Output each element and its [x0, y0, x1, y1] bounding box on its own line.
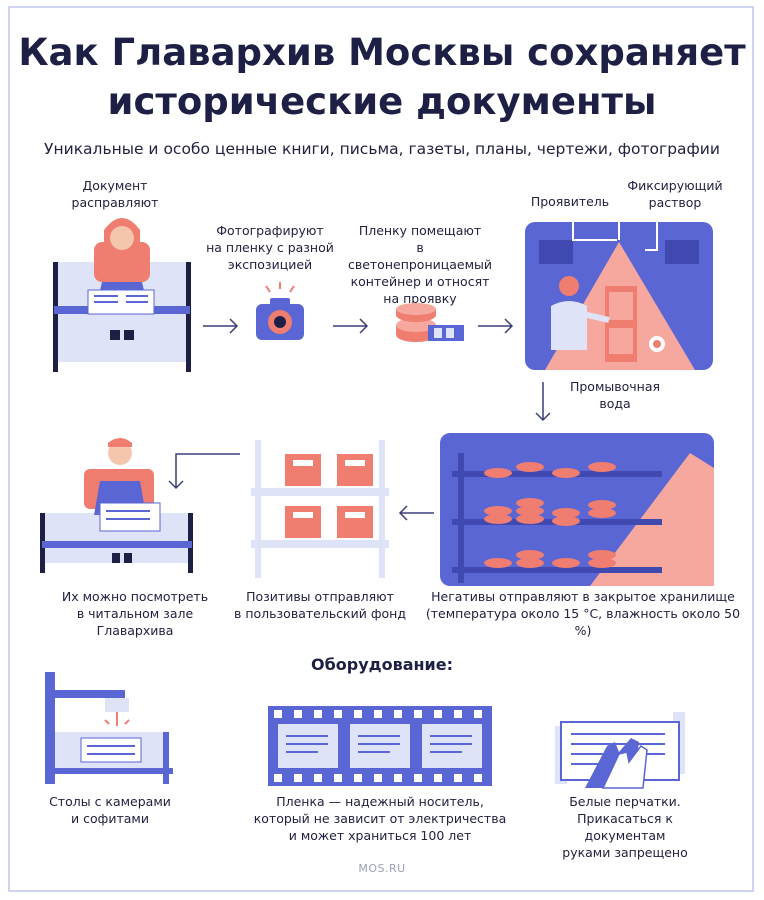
reading-room-illustration — [40, 438, 193, 573]
desk-woman-illustration — [53, 218, 191, 372]
arrow-return-icon — [168, 453, 240, 490]
arrow-left-icon — [398, 505, 434, 521]
darkroom-illustration — [525, 210, 713, 370]
camera-icon — [256, 282, 304, 340]
film-canister-icon — [396, 303, 464, 342]
caption-equipment-film: Пленка — надежный носитель,который не за… — [253, 794, 507, 843]
page-title: Как Главархив Москвы сохраняет историчес… — [18, 31, 746, 123]
arrow-down-icon — [535, 382, 551, 422]
page-subtitle: Уникальные и особо ценные книги, письма,… — [44, 140, 720, 158]
arrow-right-icon — [333, 318, 369, 334]
arrow-right-icon — [203, 318, 239, 334]
storage-illustration — [440, 433, 714, 586]
film-strip-illustration — [268, 706, 492, 786]
page-frame — [8, 6, 754, 892]
footer-logo: MOS.RU — [358, 862, 406, 875]
shelves-illustration — [251, 440, 389, 578]
caption-negatives: Негативы отправляют в закрытое хранилище… — [425, 589, 741, 638]
camera-table-illustration — [45, 672, 173, 784]
white-gloves-illustration — [555, 712, 685, 789]
caption-developer: Проявитель — [530, 194, 610, 209]
arrow-right-icon — [478, 318, 514, 334]
equipment-title: Оборудование: — [311, 655, 453, 674]
